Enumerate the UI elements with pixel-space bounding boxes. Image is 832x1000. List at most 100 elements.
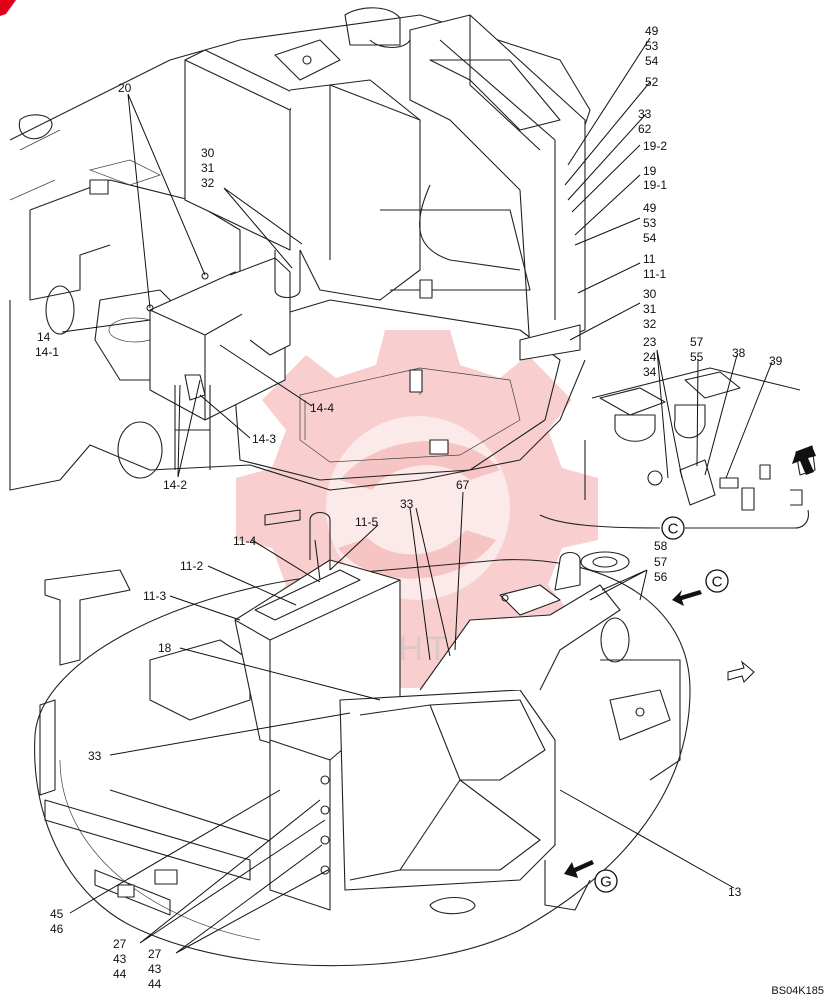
svg-text:14-1: 14-1 <box>35 345 59 359</box>
svg-text:11-5: 11-5 <box>355 515 378 529</box>
svg-text:11-4: 11-4 <box>233 534 256 548</box>
svg-text:27: 27 <box>113 937 127 951</box>
svg-text:19-1: 19-1 <box>643 178 667 192</box>
label-27-43-44-b: 27 43 44 <box>148 947 162 991</box>
svg-text:67: 67 <box>456 478 470 492</box>
svg-text:11-1: 11-1 <box>643 267 666 281</box>
svg-text:30: 30 <box>201 146 215 160</box>
svg-text:46: 46 <box>50 922 64 936</box>
svg-text:38: 38 <box>732 346 746 360</box>
svg-text:11-3: 11-3 <box>143 589 166 603</box>
label-67: 67 <box>456 478 470 492</box>
callout-g: G <box>594 869 618 893</box>
label-49-53-54-top: 49 53 54 <box>645 24 659 68</box>
callout-letter: C <box>712 574 723 591</box>
label-13: 13 <box>728 885 742 899</box>
svg-text:52: 52 <box>645 75 659 89</box>
svg-text:14: 14 <box>37 330 51 344</box>
upper-view-drawing <box>9 7 591 491</box>
svg-text:53: 53 <box>643 216 657 230</box>
svg-text:32: 32 <box>201 176 215 190</box>
part-labels: 20 30 31 32 14 14-1 14-4 14-3 14-2 49 53… <box>35 24 783 991</box>
svg-text:19-2: 19-2 <box>643 139 667 153</box>
svg-text:14-4: 14-4 <box>310 401 334 415</box>
corner-mark <box>0 0 16 16</box>
label-14: 14 14-1 <box>35 330 59 359</box>
label-14-2: 14-2 <box>163 478 187 492</box>
svg-text:33: 33 <box>638 107 652 121</box>
label-11-3: 11-3 <box>143 589 166 603</box>
svg-text:24: 24 <box>643 350 657 364</box>
callout-letter: C <box>668 521 679 538</box>
label-30-31-32-right: 30 31 32 <box>643 287 657 331</box>
label-52: 52 <box>645 75 659 89</box>
svg-text:56: 56 <box>654 570 668 584</box>
label-45-46: 45 46 <box>50 907 64 936</box>
svg-text:31: 31 <box>643 302 657 316</box>
label-14-3: 14-3 <box>252 432 276 446</box>
label-30-31-32-top: 30 31 32 <box>201 146 215 190</box>
svg-text:30: 30 <box>643 287 657 301</box>
svg-text:43: 43 <box>148 962 162 976</box>
svg-text:39: 39 <box>769 354 783 368</box>
label-14-4: 14-4 <box>310 401 334 415</box>
drawing-code: BS04K185 <box>771 985 824 997</box>
svg-text:54: 54 <box>643 231 657 245</box>
svg-text:20: 20 <box>118 81 132 95</box>
arrow-icon <box>727 660 755 683</box>
svg-text:11-2: 11-2 <box>180 559 203 573</box>
label-11-4: 11-4 <box>233 534 256 548</box>
svg-text:27: 27 <box>148 947 162 961</box>
label-11-5: 11-5 <box>355 515 378 529</box>
svg-text:14-2: 14-2 <box>163 478 187 492</box>
label-33-top: 33 <box>400 497 414 511</box>
svg-text:54: 54 <box>645 54 659 68</box>
label-27-43-44-a: 27 43 44 <box>113 937 127 981</box>
svg-text:57: 57 <box>654 555 668 569</box>
arrow-icon <box>564 860 594 878</box>
view-arrows <box>564 446 816 878</box>
label-58-57-56: 58 57 56 <box>654 539 668 584</box>
label-33-left: 33 <box>88 749 102 763</box>
svg-text:58: 58 <box>654 539 668 553</box>
svg-text:33: 33 <box>88 749 102 763</box>
label-39: 39 <box>769 354 783 368</box>
svg-text:62: 62 <box>638 122 652 136</box>
label-20: 20 <box>118 81 132 95</box>
svg-text:11: 11 <box>643 252 656 266</box>
svg-text:32: 32 <box>643 317 657 331</box>
label-18: 18 <box>158 641 172 655</box>
svg-text:33: 33 <box>400 497 414 511</box>
svg-text:23: 23 <box>643 335 657 349</box>
label-38: 38 <box>732 346 746 360</box>
label-11: 11 11-1 <box>643 252 666 281</box>
svg-text:34: 34 <box>643 365 657 379</box>
label-19: 19 19-1 <box>643 164 667 192</box>
callout-c-bottom: C <box>661 516 685 540</box>
label-57-55: 57 55 <box>690 335 704 364</box>
svg-text:19: 19 <box>643 164 657 178</box>
arrow-icon <box>672 590 702 606</box>
svg-text:18: 18 <box>158 641 172 655</box>
svg-text:57: 57 <box>690 335 704 349</box>
svg-text:14-3: 14-3 <box>252 432 276 446</box>
leader-lines <box>61 37 773 954</box>
label-23-24-34: 23 24 34 <box>643 335 657 379</box>
callout-letter: G <box>600 874 612 891</box>
svg-text:55: 55 <box>690 350 704 364</box>
svg-text:44: 44 <box>113 967 127 981</box>
svg-text:13: 13 <box>728 885 742 899</box>
svg-text:49: 49 <box>645 24 659 38</box>
callout-c-right: C <box>705 569 729 593</box>
label-11-2: 11-2 <box>180 559 203 573</box>
svg-text:53: 53 <box>645 39 659 53</box>
lower-view-drawing <box>34 509 691 967</box>
svg-text:44: 44 <box>148 977 162 991</box>
label-19-2: 19-2 <box>643 139 667 153</box>
svg-text:45: 45 <box>50 907 64 921</box>
arrow-icon <box>792 446 816 475</box>
label-33-62: 33 62 <box>638 107 652 136</box>
svg-text:49: 49 <box>643 201 657 215</box>
svg-text:43: 43 <box>113 952 127 966</box>
